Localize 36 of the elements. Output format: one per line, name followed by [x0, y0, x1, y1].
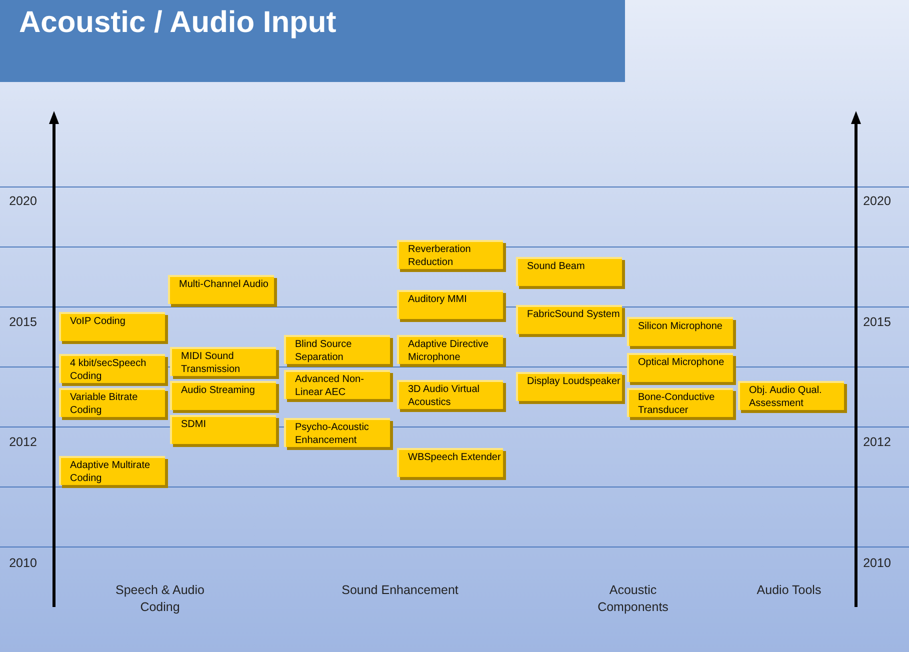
roadmap-item-box: FabricSound System — [516, 305, 622, 334]
year-label: 2015 — [862, 314, 892, 331]
title: Acoustic / Audio Input — [19, 6, 336, 40]
year-label: 2012 — [862, 434, 892, 451]
roadmap-item-box: SDMI — [170, 415, 276, 444]
roadmap-item-box: Silicon Microphone — [627, 317, 733, 346]
roadmap-item-box: WBSpeech Extender — [397, 448, 503, 477]
roadmap-item-box: Adaptive Directive Microphone — [397, 335, 503, 364]
column-heading: Speech & Audio Coding — [114, 582, 206, 616]
year-label: 2012 — [8, 434, 38, 451]
roadmap-item-box: Bone-Conductive Transducer — [627, 388, 733, 417]
roadmap-item-box: VoIP Coding — [59, 312, 165, 341]
roadmap-item-box: Adaptive Multirate Coding — [59, 456, 165, 485]
year-label: 2015 — [8, 314, 38, 331]
roadmap-item-box: Psycho-Acoustic Enhancement — [284, 418, 390, 447]
roadmap-item-box: Variable Bitrate Coding — [59, 388, 165, 417]
roadmap-item-box: Reverberation Reduction — [397, 240, 503, 269]
roadmap-item-box: Display Loudspeaker — [516, 372, 622, 401]
year-label: 2020 — [862, 193, 892, 210]
roadmap-item-box: Obj. Audio Qual. Assessment — [738, 381, 844, 410]
column-heading: Acoustic Components — [596, 582, 670, 616]
roadmap-item-box: Multi-Channel Audio — [168, 275, 274, 304]
roadmap-item-box: Sound Beam — [516, 257, 622, 286]
roadmap-item-box: 3D Audio Virtual Acoustics — [397, 380, 503, 409]
roadmap-item-box: Blind Source Separation — [284, 335, 390, 364]
year-label: 2010 — [8, 555, 38, 572]
roadmap-item-box: 4 kbit/secSpeech Coding — [59, 354, 165, 383]
roadmap-item-box: Audio Streaming — [170, 381, 276, 410]
column-heading: Audio Tools — [756, 582, 822, 599]
year-label: 2020 — [8, 193, 38, 210]
column-heading: Sound Enhancement — [340, 582, 460, 599]
roadmap-item-box: MIDI Sound Transmission — [170, 347, 276, 376]
roadmap-item-box: Auditory MMI — [397, 290, 503, 319]
year-label: 2010 — [862, 555, 892, 572]
roadmap-item-box: Optical Microphone — [627, 353, 733, 382]
roadmap-item-box: Advanced Non-Linear AEC — [284, 370, 390, 399]
